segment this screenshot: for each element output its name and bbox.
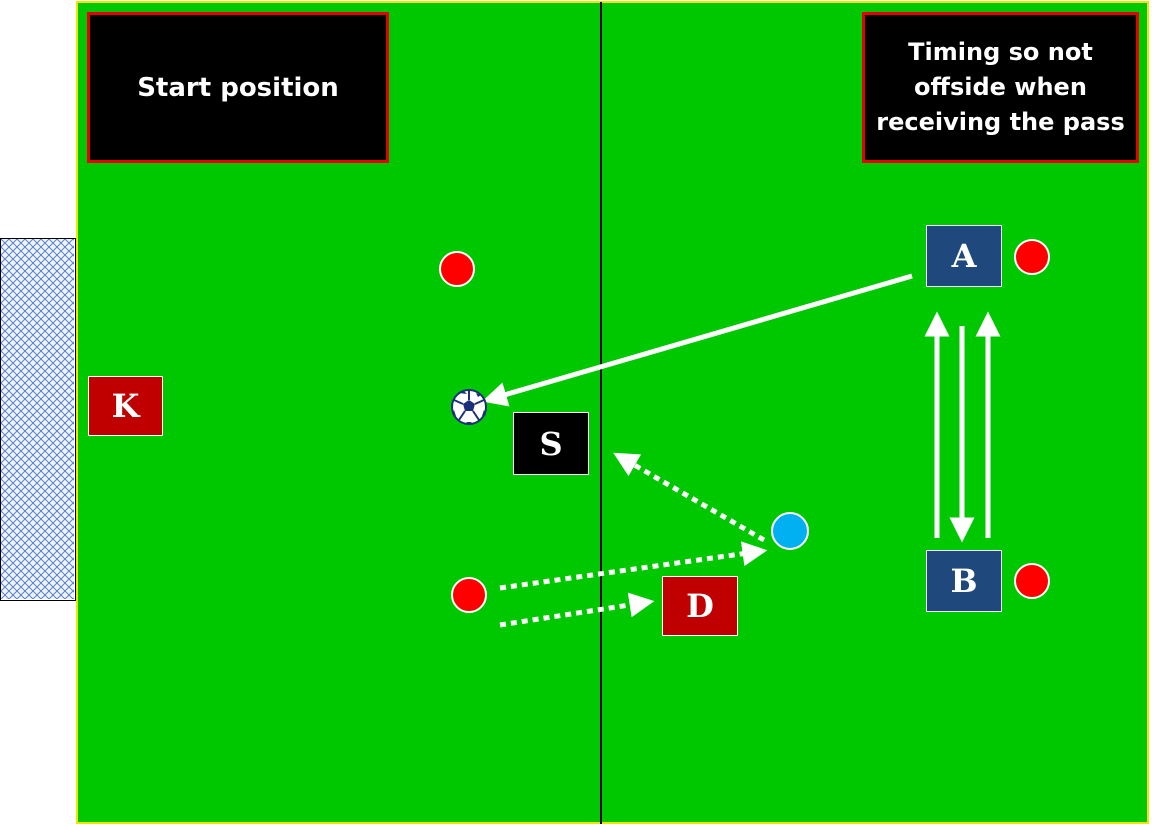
cone-top-left (439, 251, 475, 287)
player-d: D (662, 576, 738, 636)
start-position-label: Start position (87, 12, 389, 163)
player-a: A (926, 225, 1002, 287)
dotted-run-to-s (613, 452, 766, 543)
cone-bottom-left (451, 577, 487, 613)
blue-marker (771, 512, 809, 550)
timing-note-label: Timing so not offside when receiving the… (862, 12, 1139, 163)
halfway-line (600, 2, 602, 824)
player-s: S (513, 412, 589, 475)
player-k: K (88, 376, 163, 436)
soccer-ball-icon (450, 388, 488, 426)
cone-b (1014, 563, 1050, 599)
pass-arrow (482, 273, 913, 407)
dotted-run-to-d (499, 592, 655, 628)
player-b: B (926, 550, 1002, 612)
goal-net-icon (0, 238, 76, 601)
cone-a (1014, 239, 1050, 275)
dotted-run-to-marker (499, 541, 768, 591)
